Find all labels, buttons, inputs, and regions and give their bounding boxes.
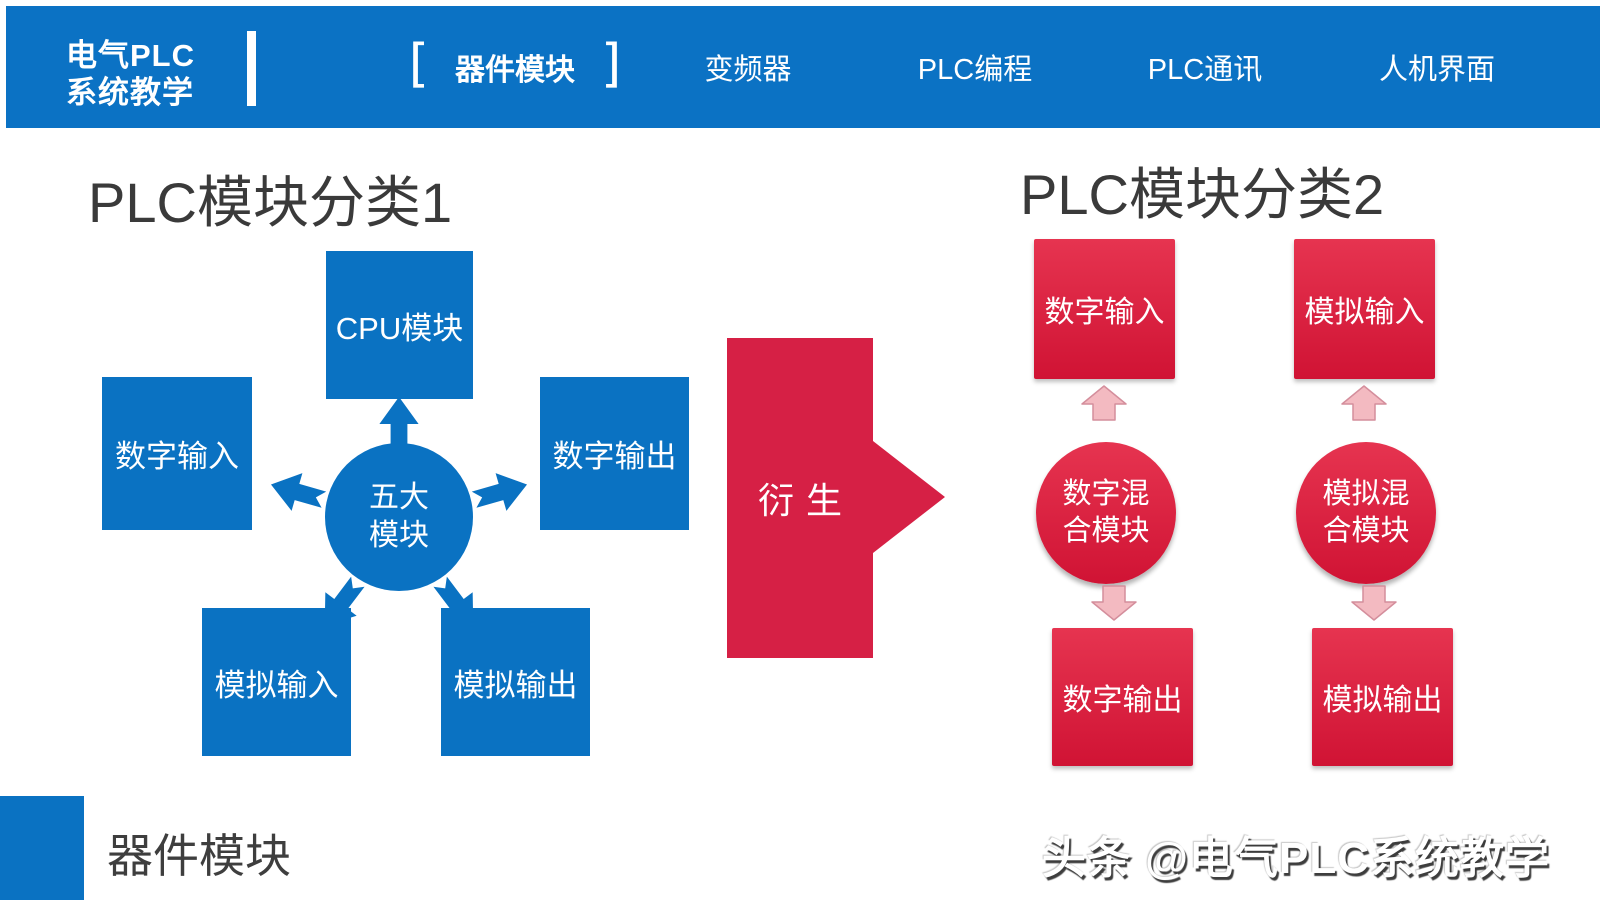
right-arrow-icon bbox=[471, 473, 528, 511]
up-arrow-icon bbox=[379, 396, 419, 452]
top-nav-bar: 电气PLC 系统教学 [ 器件模块 ] 变频器 PLC编程 PLC通讯 人机界面 bbox=[6, 6, 1600, 128]
nav-item-plc-programming[interactable]: PLC编程 bbox=[918, 6, 1032, 128]
left-arrow-icon bbox=[270, 473, 327, 511]
analog-mixed-line2: 合模块 bbox=[1322, 515, 1410, 547]
diagram2-title: PLC模块分类2 bbox=[1020, 163, 1385, 226]
five-modules-line1: 五大 bbox=[369, 481, 429, 514]
nav-item-hmi[interactable]: 人机界面 bbox=[1379, 6, 1495, 128]
digital-mixed-line1: 数字混 bbox=[1062, 478, 1150, 510]
box-digital-output-2: 数字输出 bbox=[1052, 628, 1193, 766]
pink-up-arrow-icon bbox=[1081, 385, 1127, 421]
derive-label: 衍生 bbox=[757, 481, 854, 522]
nav-label-inverter: 变频器 bbox=[704, 54, 792, 86]
nav-label-plc-communication: PLC通讯 bbox=[1147, 54, 1263, 86]
nav-item-device-modules[interactable]: [ 器件模块 ] bbox=[409, 6, 622, 128]
digital-mixed-circle: 数字混 合模块 bbox=[1036, 442, 1176, 584]
pink-down-arrow-icon bbox=[1351, 585, 1397, 621]
analog-mixed-line1: 模拟混 bbox=[1322, 478, 1410, 510]
digital-mixed-line2: 合模块 bbox=[1062, 515, 1150, 547]
footer-section-label: 器件模块 bbox=[107, 830, 291, 882]
derive-arrow: 衍生 bbox=[727, 338, 873, 658]
pink-up-arrow-icon bbox=[1341, 385, 1387, 421]
box-cpu-module: CPU模块 bbox=[326, 251, 473, 399]
analog-mixed-circle: 模拟混 合模块 bbox=[1296, 442, 1436, 584]
watermark: 头条 @电气PLC系统教学 bbox=[1041, 834, 1550, 883]
nav-item-inverter[interactable]: 变频器 bbox=[704, 6, 791, 128]
down-right-arrow-icon bbox=[433, 576, 474, 626]
pink-down-arrow-icon bbox=[1091, 585, 1137, 621]
box-analog-input-2: 模拟输入 bbox=[1294, 239, 1435, 379]
five-modules-line2: 模块 bbox=[369, 519, 429, 552]
down-left-arrow-icon bbox=[324, 576, 365, 626]
logo-divider bbox=[247, 31, 256, 106]
nav-item-plc-communication[interactable]: PLC通讯 bbox=[1148, 6, 1262, 128]
brand-logo: 电气PLC 系统教学 bbox=[66, 37, 195, 111]
box-analog-output-2: 模拟输出 bbox=[1312, 628, 1453, 766]
brand-logo-line2: 系统教学 bbox=[66, 75, 194, 110]
box-digital-input: 数字输入 bbox=[102, 377, 252, 530]
brand-logo-line1: 电气PLC bbox=[66, 38, 195, 73]
footer-corner-square bbox=[0, 796, 84, 900]
box-digital-input-2: 数字输入 bbox=[1034, 239, 1175, 379]
box-analog-output: 模拟输出 bbox=[441, 608, 590, 756]
derive-arrowhead-icon bbox=[873, 441, 945, 553]
nav-label-hmi: 人机界面 bbox=[1378, 54, 1496, 86]
box-digital-output: 数字输出 bbox=[540, 377, 689, 530]
nav-label-device-modules: 器件模块 bbox=[455, 54, 575, 87]
bracket-left-icon: [ bbox=[408, 34, 429, 94]
nav-label-plc-programming: PLC编程 bbox=[917, 54, 1033, 86]
five-modules-circle: 五大 模块 bbox=[325, 443, 473, 591]
box-analog-input: 模拟输入 bbox=[202, 608, 351, 756]
bracket-right-icon: ] bbox=[601, 34, 622, 94]
diagram1-title: PLC模块分类1 bbox=[88, 171, 453, 234]
